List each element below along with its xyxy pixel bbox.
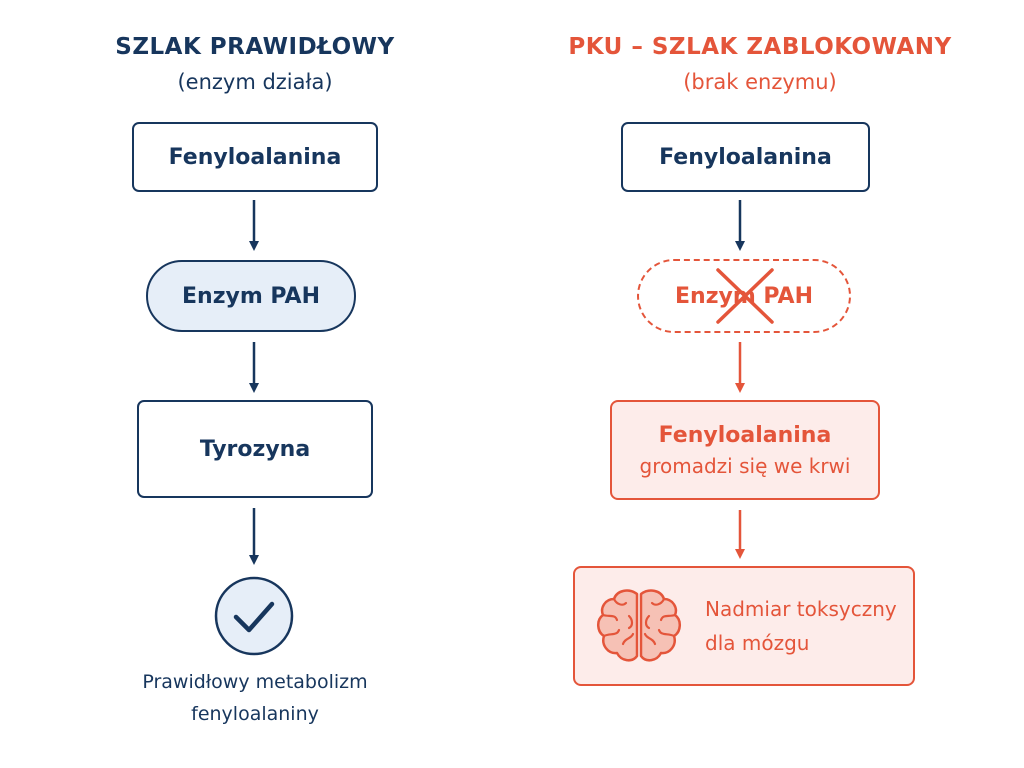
accumulation-subtitle: gromadzi się we krwi [639,453,851,478]
right-title: PKU – SZLAK ZABLOKOWANY [568,34,952,60]
left-result-caption: Prawidłowy metabolizm fenyloalaniny [100,666,410,730]
accumulation-title: Fenyloalanina [658,422,832,448]
left-subtitle: (enzym działa) [177,70,333,94]
left-caption-line2: fenyloalaniny [191,703,319,725]
right-subtitle: (brak enzymu) [683,70,837,94]
right-enzyme-pah-missing-pill: Enzym PAH [637,259,851,333]
tyrosine-label: Tyrozyna [199,436,311,462]
left-title: SZLAK PRAWIDŁOWY [115,34,395,60]
brain-icon [593,584,685,668]
right-phenylalanine-label: Fenyloalanina [659,144,832,170]
toxic-effect-line2: dla mózgu [705,631,810,655]
left-caption-line1: Prawidłowy metabolizm [142,671,368,693]
left-enzyme-pah-label: Enzym PAH [182,283,320,309]
toxic-effect-box: Nadmiar toksyczny dla mózgu [573,566,915,686]
right-phenylalanine-box: Fenyloalanina [621,122,870,192]
toxic-effect-line1: Nadmiar toksyczny [705,597,897,621]
checkmark-icon [214,576,294,656]
accumulation-box: Fenyloalanina gromadzi się we krwi [610,400,880,500]
left-phenylalanine-box: Fenyloalanina [132,122,378,192]
left-enzyme-pah-pill: Enzym PAH [146,260,356,332]
left-phenylalanine-label: Fenyloalanina [168,144,342,170]
cross-icon [710,264,780,328]
tyrosine-box: Tyrozyna [137,400,373,498]
